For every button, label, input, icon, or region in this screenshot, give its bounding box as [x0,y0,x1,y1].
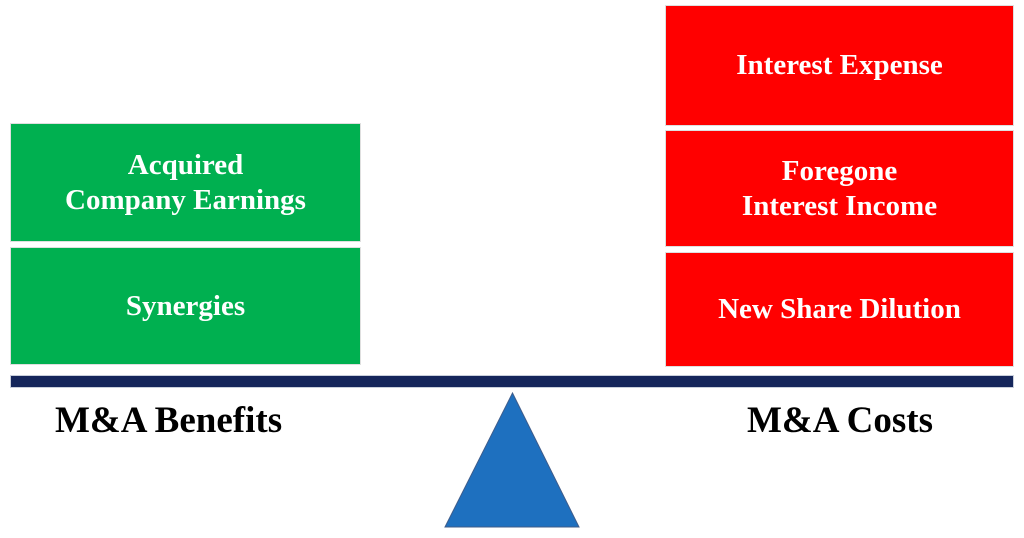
balance-beam [10,375,1014,388]
costs-label: M&A Costs [747,400,934,441]
benefit-box-acquired-company-earnings: Acquired Company Earnings [10,123,361,242]
cost-box-new-share-dilution: New Share Dilution [665,252,1014,367]
benefits-label: M&A Benefits [55,400,283,441]
cost-box-foregone-interest-income: Foregone Interest Income [665,130,1014,247]
fulcrum-triangle-icon [444,392,580,528]
cost-box-interest-expense: Interest Expense [665,5,1014,126]
benefit-box-synergies: Synergies [10,247,361,365]
